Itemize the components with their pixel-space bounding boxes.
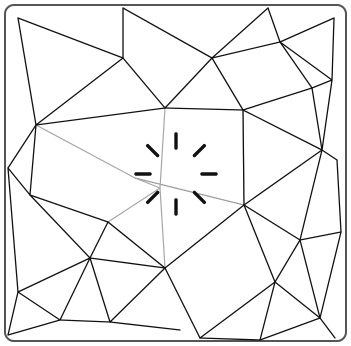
puzzle-frame — [5, 5, 346, 341]
